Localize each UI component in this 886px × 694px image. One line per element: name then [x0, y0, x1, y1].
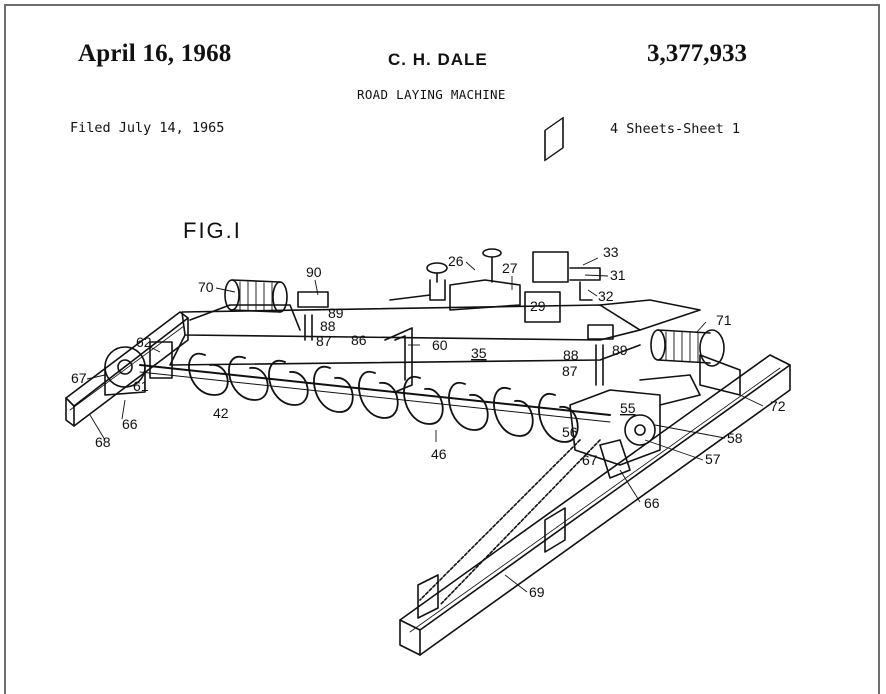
ref-61: 61: [133, 378, 149, 394]
upright-right: [595, 344, 604, 386]
right-gearbox: [569, 374, 701, 479]
ref-33: 33: [603, 244, 619, 260]
ref-32: 32: [598, 288, 614, 304]
ref-55: 55: [620, 400, 636, 416]
ref-57: 57: [705, 451, 721, 467]
ref-31: 31: [610, 267, 626, 283]
ref-72: 72: [770, 398, 786, 414]
control-assembly: [426, 248, 601, 323]
right-winch: [650, 329, 741, 396]
drive-chain: [419, 439, 581, 601]
leader-lines: [86, 257, 764, 593]
ref-58: 58: [727, 430, 743, 446]
ref-27: 27: [502, 260, 518, 276]
ref-35: 35: [471, 345, 487, 361]
ref-26: 26: [448, 253, 464, 269]
upright-left: [304, 314, 313, 341]
auger-shaft: [139, 364, 611, 416]
reference-numerals: 70 90 26 27 33 31 32 29 71 89 88 87 86 6…: [71, 244, 786, 600]
filing-date: Filed July 14, 1965: [70, 120, 225, 136]
patent-date: April 16, 1968: [78, 40, 232, 67]
inventor-name: C. H. DALE: [388, 50, 488, 69]
ref-56: 56: [562, 424, 578, 440]
ref-71: 71: [716, 312, 732, 328]
ref-67-left: 67: [71, 370, 87, 386]
left-rail: [65, 311, 189, 407]
ref-60: 60: [432, 337, 448, 353]
ref-88-left: 88: [320, 318, 336, 334]
ref-46: 46: [431, 446, 447, 462]
patent-number: 3,377,933: [647, 40, 747, 67]
rail-end-bracket: [417, 574, 439, 619]
upright-60: [384, 327, 413, 393]
left-gear-housing: [149, 341, 173, 379]
left-winch: [189, 279, 301, 331]
sheet-count: 4 Sheets-Sheet 1: [610, 121, 741, 137]
ref-87-left: 87: [316, 333, 332, 349]
ref-86: 86: [351, 332, 367, 348]
ref-66-right: 66: [644, 495, 660, 511]
patent-drawing: 70 90 26 27 33 31 32 29 71 89 88 87 86 6…: [65, 116, 791, 656]
ref-68: 68: [95, 434, 111, 450]
auger-flights: [188, 352, 579, 443]
ref-62: 62: [136, 334, 152, 350]
ref-89-right: 89: [612, 342, 628, 358]
ref-70: 70: [198, 279, 214, 295]
ref-66-left: 66: [122, 416, 138, 432]
ref-87-right: 87: [562, 363, 578, 379]
ref-67-right: 67: [582, 452, 598, 468]
ref-29: 29: [530, 298, 546, 314]
ref-90: 90: [306, 264, 322, 280]
ref-42: 42: [213, 405, 229, 421]
invention-title: ROAD LAYING MACHINE: [357, 87, 506, 102]
ref-89-left: 89: [328, 305, 344, 321]
ref-88-right: 88: [563, 347, 579, 363]
ref-69: 69: [529, 584, 545, 600]
main-frame-top: [181, 304, 641, 341]
figure-label: FIG.I: [183, 218, 242, 243]
